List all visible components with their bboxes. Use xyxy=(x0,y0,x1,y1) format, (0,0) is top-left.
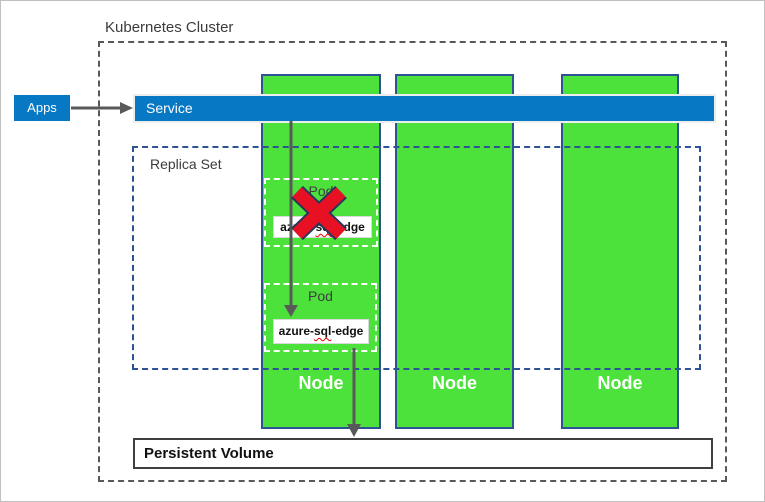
node-1-label: Node xyxy=(298,373,344,393)
service-bar: Service xyxy=(135,96,714,121)
pod-running: Pod xyxy=(264,283,377,352)
pod-running-container-name: azure-sql-edge xyxy=(273,319,369,344)
image-name-prefix: azure- xyxy=(278,324,314,338)
image-name-prefix: azure- xyxy=(280,220,316,234)
replica-set-label: Replica Set xyxy=(150,156,222,172)
node-3-label: Node xyxy=(597,373,643,393)
persistent-volume-box: Persistent Volume xyxy=(133,438,713,469)
cluster-title: Kubernetes Cluster xyxy=(105,19,234,36)
apps-box: Apps xyxy=(14,95,70,121)
pod-failed-container-name: azure-sql-edge xyxy=(273,216,372,238)
pod-failed-label: Pod xyxy=(308,183,334,199)
node-2-label: Node xyxy=(432,373,477,393)
image-name-typo: sql xyxy=(313,324,332,338)
replica-set-boundary: Replica Set xyxy=(132,146,701,370)
cluster-boundary xyxy=(98,41,727,482)
image-name-suffix: -edge xyxy=(331,324,364,338)
image-name-suffix: -edge xyxy=(332,220,365,234)
image-name-typo: sql xyxy=(315,220,333,234)
pod-running-label: Pod xyxy=(308,288,333,304)
